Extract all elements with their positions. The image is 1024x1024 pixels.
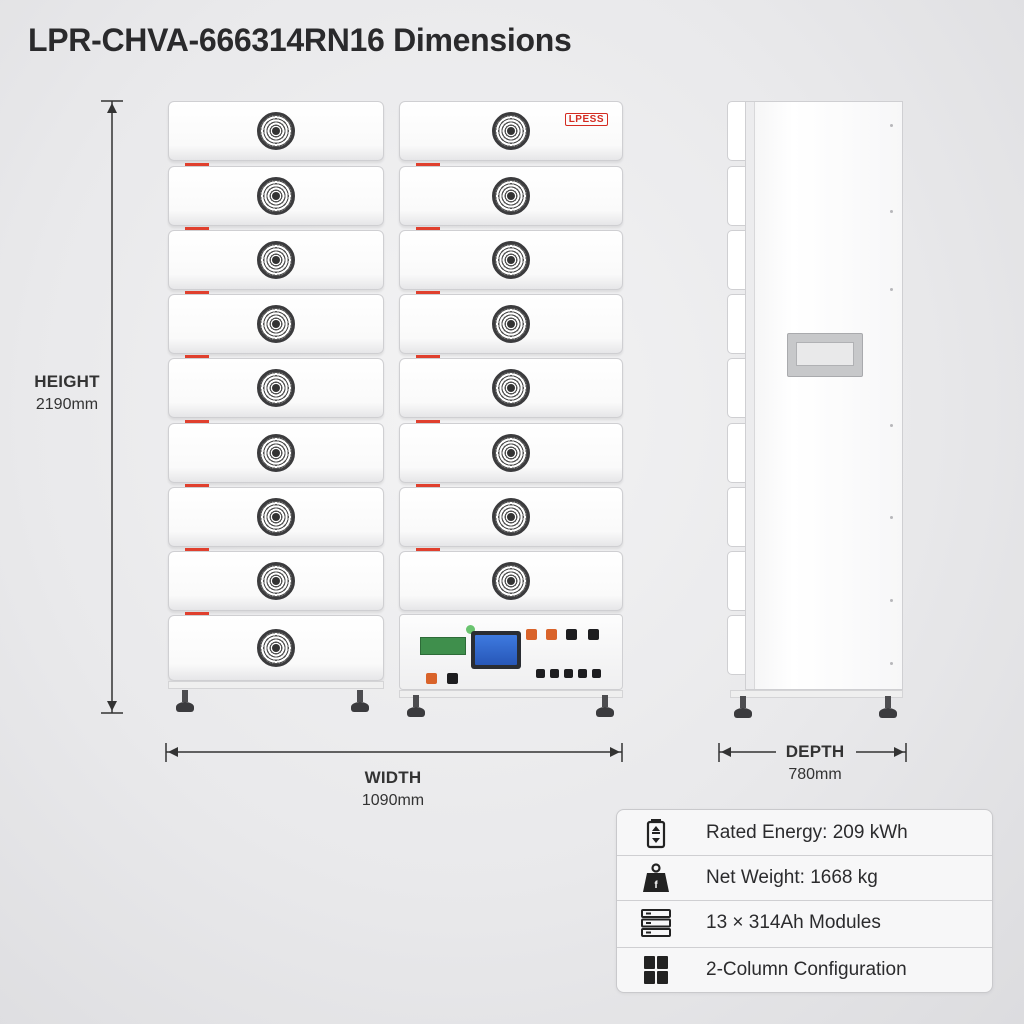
side-module [727, 551, 746, 611]
svg-text:f: f [654, 880, 658, 891]
side-module [727, 358, 746, 418]
control-panel [399, 614, 623, 690]
battery-module [168, 612, 384, 681]
battery-module [399, 548, 623, 611]
fan-icon [492, 112, 530, 150]
comm-port-icon [536, 669, 545, 678]
spec-row-config: 2-Column Configuration [617, 947, 992, 992]
battery-module [399, 227, 623, 290]
width-label: WIDTH 1090mm [333, 768, 453, 810]
height-label: HEIGHT 2190mm [22, 372, 112, 414]
battery-module [399, 420, 623, 483]
fan-icon [257, 177, 295, 215]
brand-logo: LPESS [564, 113, 608, 126]
power-port-icon [426, 673, 437, 684]
fan-icon [492, 177, 530, 215]
height-label-name: HEIGHT [34, 372, 100, 391]
power-port-icon [588, 629, 599, 640]
height-label-value: 2190mm [35, 396, 99, 413]
side-module [727, 230, 746, 290]
power-port-icon [546, 629, 557, 640]
battery-icon [638, 818, 674, 848]
module-stack-icon [638, 908, 674, 938]
weight-icon: f [638, 863, 674, 893]
fan-icon [257, 241, 295, 279]
foot-icon [734, 696, 752, 718]
spec-table: Rated Energy: 209 kWh f Net Weight: 1668… [616, 809, 993, 993]
fan-icon [257, 369, 295, 407]
battery-module [399, 355, 623, 418]
foot-icon [596, 695, 614, 717]
fan-icon [257, 562, 295, 600]
left-base [168, 681, 384, 689]
depth-label-name: DEPTH [785, 742, 845, 761]
fan-icon [492, 369, 530, 407]
battery-module [168, 291, 384, 354]
fan-icon [257, 498, 295, 536]
comm-port-icon [550, 669, 559, 678]
spec-row-weight: f Net Weight: 1668 kg [617, 855, 992, 900]
width-label-value: 1090mm [361, 792, 425, 809]
width-label-name: WIDTH [364, 768, 422, 787]
battery-module [399, 291, 623, 354]
fan-icon [257, 305, 295, 343]
side-cabinet [745, 101, 903, 690]
battery-module [168, 420, 384, 483]
lcd-display [471, 631, 521, 669]
spec-weight-text: Net Weight: 1668 kg [706, 867, 878, 888]
battery-module [168, 227, 384, 290]
power-port-icon [566, 629, 577, 640]
depth-label-value: 780mm [788, 766, 842, 783]
power-port-icon [447, 673, 458, 684]
battery-module [399, 484, 623, 547]
fan-icon [492, 498, 530, 536]
battery-module [399, 163, 623, 226]
fan-icon [257, 112, 295, 150]
comm-port-icon [592, 669, 601, 678]
side-module [727, 101, 746, 161]
fan-icon [492, 305, 530, 343]
foot-icon [879, 696, 897, 718]
spec-modules-text: 13 × 314Ah Modules [706, 912, 881, 933]
comm-port-icon [578, 669, 587, 678]
battery-module [168, 101, 384, 161]
fan-icon [257, 629, 295, 667]
spec-row-energy: Rated Energy: 209 kWh [617, 810, 992, 855]
power-indicator-icon [466, 625, 475, 634]
battery-module [168, 163, 384, 226]
fan-icon [492, 434, 530, 472]
battery-module [168, 548, 384, 611]
page-title: LPR-CHVA-666314RN16 Dimensions [28, 22, 572, 58]
fan-icon [257, 434, 295, 472]
side-module [727, 294, 746, 354]
comm-port-icon [564, 669, 573, 678]
side-base [730, 690, 903, 698]
side-module [727, 615, 746, 675]
battery-module [168, 484, 384, 547]
battery-module: LPESS [399, 101, 623, 161]
cabinet-handle [787, 333, 863, 377]
side-module [727, 487, 746, 547]
depth-label: DEPTH 780mm [755, 742, 875, 784]
right-base [399, 690, 623, 698]
spec-energy-text: Rated Energy: 209 kWh [706, 821, 908, 843]
spec-config-text: 2-Column Configuration [706, 959, 907, 980]
grid-icon [638, 955, 674, 985]
battery-module [168, 355, 384, 418]
fan-icon [492, 241, 530, 279]
circuit-breaker [420, 637, 466, 655]
side-module [727, 423, 746, 483]
foot-icon [407, 695, 425, 717]
power-port-icon [526, 629, 537, 640]
fan-icon [492, 562, 530, 600]
foot-icon [351, 690, 369, 712]
spec-row-modules: 13 × 314Ah Modules [617, 900, 992, 945]
foot-icon [176, 690, 194, 712]
side-module [727, 166, 746, 226]
